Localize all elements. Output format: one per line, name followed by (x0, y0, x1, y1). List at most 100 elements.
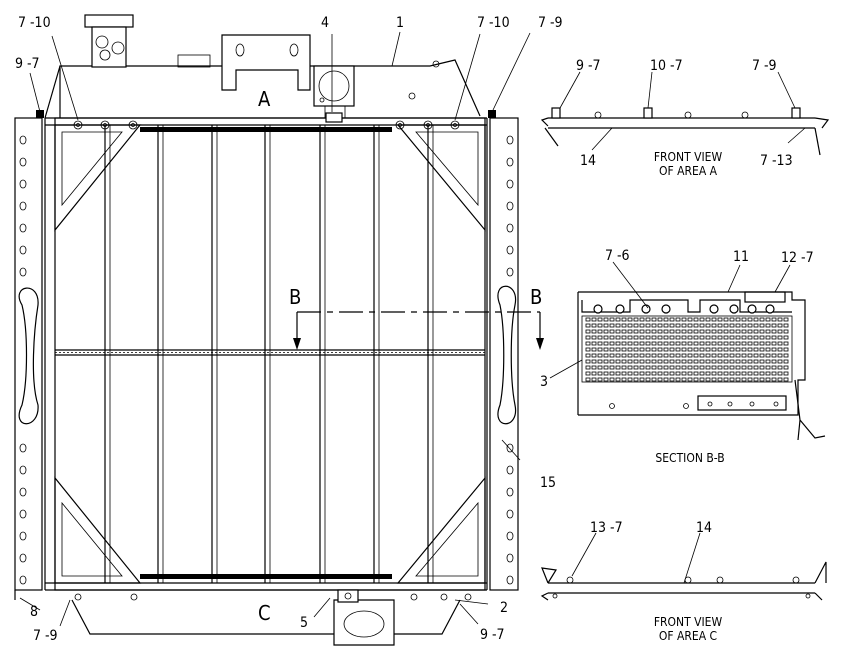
core-fin-cell (585, 335, 591, 340)
core-fin-cell (633, 317, 639, 322)
section-b-left-label: B (289, 285, 301, 309)
core-fin-cell (693, 377, 699, 382)
core-fin-cell (645, 329, 651, 334)
core-fin-cell (753, 335, 759, 340)
core-fin-cell (711, 347, 717, 352)
core-fin-cell (765, 329, 771, 334)
core-fin-cell (741, 335, 747, 340)
core-fin-cell (669, 341, 675, 346)
core-fin-cell (597, 371, 603, 376)
core-fin-cell (585, 365, 591, 370)
core-fin-cell (675, 335, 681, 340)
core-fin-cell (621, 323, 627, 328)
core-fin-cell (603, 323, 609, 328)
core-fin-cell (621, 341, 627, 346)
view-a-caption-line2: OF AREA A (659, 164, 718, 178)
core-fin-cell (729, 335, 735, 340)
core-fin-cell (777, 353, 783, 358)
core-fin-cell (639, 371, 645, 376)
core-fin-cell (663, 377, 669, 382)
core-fin-cell (627, 347, 633, 352)
core-fin-cell (657, 317, 663, 322)
core-fin-cell (693, 359, 699, 364)
core-fin-cell (717, 323, 723, 328)
core-fin-cell (585, 347, 591, 352)
view-a-callout-14: 14 (580, 153, 596, 169)
view-a-callout-7-13: 7 -13 (760, 153, 793, 169)
core-fin-cell (639, 365, 645, 370)
core-fin-cell (735, 365, 741, 370)
core-fin-cell (777, 329, 783, 334)
core-fin-cell (753, 323, 759, 328)
core-fin-cell (717, 335, 723, 340)
side-hole (506, 245, 514, 255)
core-fin-cell (699, 353, 705, 358)
core-fin-cell (687, 323, 693, 328)
core-fin-cell (621, 317, 627, 322)
core-fin-cell (663, 329, 669, 334)
core-fin-cell (783, 353, 789, 358)
core-fin-cell (765, 365, 771, 370)
core-fin-cell (753, 359, 759, 364)
side-hole (506, 575, 514, 585)
core-fin-cell (693, 335, 699, 340)
core-fin-cell (663, 317, 669, 322)
core-fin-cell (741, 359, 747, 364)
core-fin-cell (585, 377, 591, 382)
core-fin-cell (783, 323, 789, 328)
core-fin-cell (591, 329, 597, 334)
core-fin-cell (711, 317, 717, 322)
section-core-fins (585, 317, 789, 382)
core-fin-cell (585, 317, 591, 322)
core-fin-cell (741, 341, 747, 346)
main-radiator-view: B B A C 7 -10 9 -7 4 1 7 -10 7 -9 15 8 (14, 14, 563, 646)
core-fin-cell (777, 347, 783, 352)
core-fin-cell (585, 323, 591, 328)
core-fin-cell (693, 347, 699, 352)
core-fin-cell (741, 323, 747, 328)
core-fin-cell (669, 317, 675, 322)
core-fin-cell (717, 365, 723, 370)
core-fin-cell (741, 347, 747, 352)
core-fin-cell (633, 353, 639, 358)
right-side-column (486, 117, 519, 591)
core-fin-cell (783, 347, 789, 352)
core-fin-cell (651, 317, 657, 322)
core-fin-cell (657, 335, 663, 340)
core-fin-cell (747, 341, 753, 346)
core-fin-cell (663, 335, 669, 340)
core-fin-cell (597, 323, 603, 328)
core-fin-cell (753, 371, 759, 376)
core-fin-cell (663, 353, 669, 358)
section-bolt (709, 304, 719, 314)
core-fin-cell (669, 329, 675, 334)
view-a-callout-10-7: 10 -7 (650, 58, 683, 74)
core-fin-cell (591, 365, 597, 370)
core-fin-cell (693, 353, 699, 358)
view-a-caption-line1: FRONT VIEW (654, 150, 723, 164)
core-fin-cell (699, 329, 705, 334)
core-fin-cell (723, 341, 729, 346)
core-fin-cell (609, 347, 615, 352)
core-fin-cell (633, 341, 639, 346)
core-fin-cell (651, 353, 657, 358)
core-fin-cell (645, 353, 651, 358)
callout-7-10-left: 7 -10 (18, 15, 51, 31)
core-fin-cell (633, 359, 639, 364)
core-fin-cell (729, 317, 735, 322)
core-fin-cell (675, 377, 681, 382)
core-fin-cell (675, 329, 681, 334)
core-fin-cell (747, 323, 753, 328)
core-fin-cell (699, 341, 705, 346)
core-fin-cell (729, 353, 735, 358)
core-fin-cell (765, 335, 771, 340)
core-fin-cell (693, 341, 699, 346)
core-fin-cell (747, 317, 753, 322)
core-fin-cell (753, 353, 759, 358)
core-fin-cell (669, 335, 675, 340)
core-fin-cell (735, 335, 741, 340)
core-fin-cell (783, 359, 789, 364)
core-fin-cell (639, 317, 645, 322)
core-fin-cell (741, 317, 747, 322)
core-fin-cell (711, 377, 717, 382)
